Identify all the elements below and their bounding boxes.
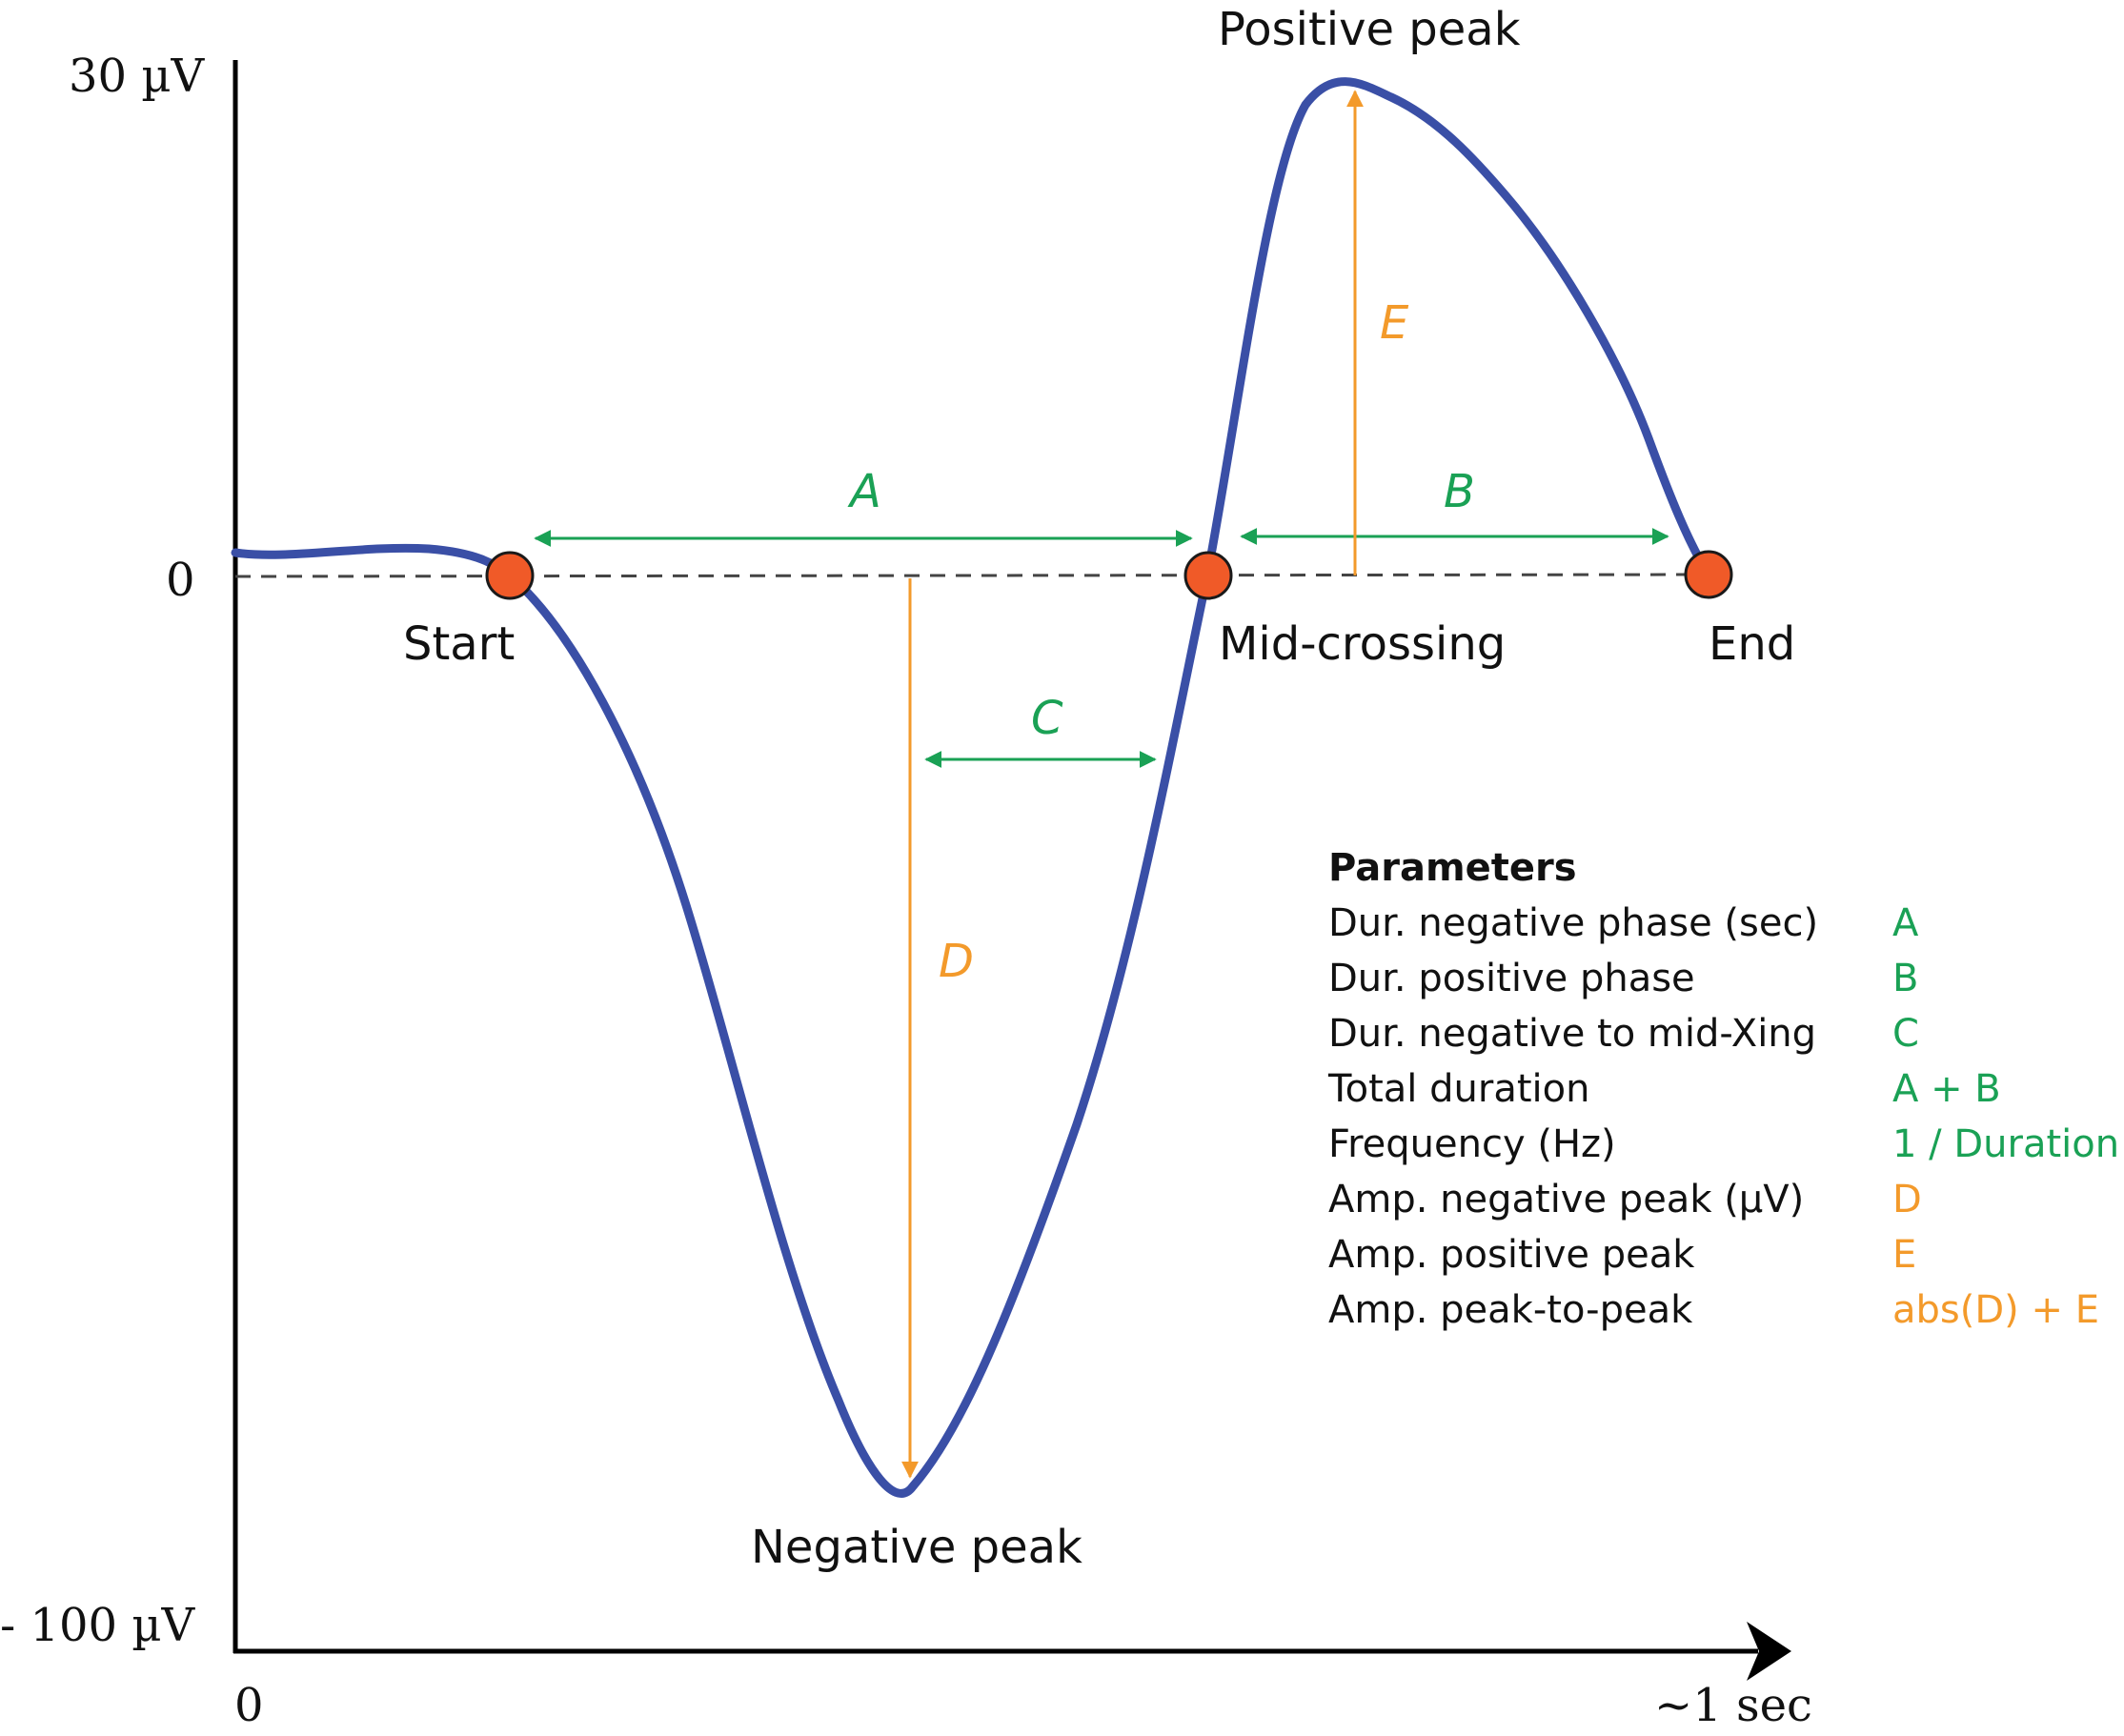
parameter-name: Total duration [1328, 1067, 1590, 1111]
positive-peak-label: Positive peak [1218, 3, 1521, 56]
parameter-value: E [1892, 1233, 1917, 1277]
x-axis-end-label: ~1 sec [1654, 1679, 1812, 1732]
parameter-row: Amp. negative peak (µV) D [1328, 1172, 2119, 1227]
parameter-row: Total duration A + B [1328, 1061, 2119, 1117]
parameter-row: Frequency (Hz) 1 / Duration [1328, 1117, 2119, 1172]
zero-baseline [234, 573, 1711, 578]
parameters-title: Parameters [1328, 846, 1577, 890]
mid-crossing-point [1183, 551, 1233, 600]
parameter-row: Dur. negative to mid-Xing C [1328, 1006, 2119, 1061]
parameter-value: D [1892, 1178, 1922, 1221]
parameter-name: Frequency (Hz) [1328, 1122, 1616, 1166]
parameter-row: Dur. positive phase B [1328, 951, 2119, 1006]
slow-wave-curve [231, 77, 1713, 1498]
measure-c-label: C [1031, 692, 1063, 745]
negative-peak-label: Negative peak [751, 1521, 1082, 1574]
y-axis-zero-label: 0 [166, 554, 195, 607]
parameter-name: Dur. positive phase [1328, 957, 1695, 1000]
parameter-name: Amp. peak-to-peak [1328, 1288, 1693, 1332]
parameter-value: C [1892, 1012, 1919, 1056]
measure-e-label: E [1380, 296, 1409, 350]
end-point [1684, 550, 1733, 599]
measure-d-label: D [939, 935, 974, 988]
parameter-value: abs(D) + E [1892, 1288, 2099, 1332]
x-axis-start-label: 0 [234, 1679, 264, 1732]
parameter-value: 1 / Duration [1892, 1122, 2120, 1166]
parameter-name: Dur. negative to mid-Xing [1328, 1012, 1817, 1056]
y-axis-top-label: 30 µV [69, 50, 206, 103]
start-point [485, 551, 535, 600]
y-axis-bottom-label: - 100 µV [0, 1599, 196, 1652]
parameter-value: A + B [1892, 1067, 2001, 1111]
parameter-value: A [1892, 901, 1919, 945]
parameter-name: Dur. negative phase (sec) [1328, 901, 1819, 945]
end-label: End [1709, 617, 1795, 671]
parameter-value: B [1892, 957, 1919, 1000]
parameter-row: Amp. peak-to-peak abs(D) + E [1328, 1282, 2119, 1338]
start-label: Start [403, 617, 515, 671]
x-axis-arrowhead [1747, 1622, 1791, 1681]
parameter-name: Amp. positive peak [1328, 1233, 1695, 1277]
mid-crossing-label: Mid-crossing [1219, 617, 1506, 671]
parameter-row: Dur. negative phase (sec) A [1328, 896, 2119, 951]
parameters-table: Parameters Dur. negative phase (sec) A Du… [1328, 840, 2119, 1338]
parameter-row: Amp. positive peak E [1328, 1227, 2119, 1282]
measure-a-label: A [847, 465, 881, 518]
measure-b-label: B [1444, 465, 1475, 518]
parameter-name: Amp. negative peak (µV) [1328, 1178, 1805, 1221]
